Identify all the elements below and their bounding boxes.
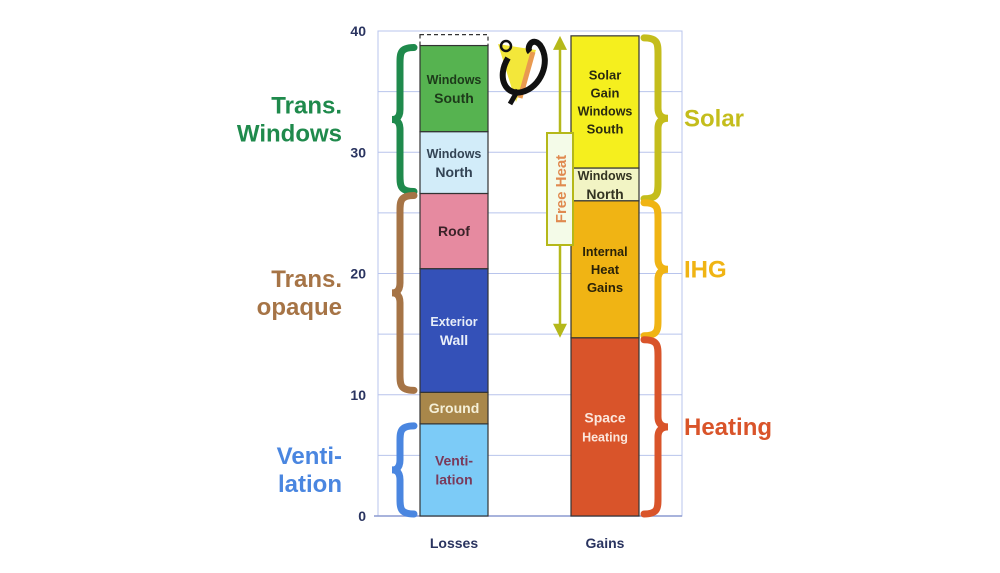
segment-label: Windows [578, 169, 633, 183]
segment-label: South [434, 90, 474, 106]
bracket-label: lation [278, 471, 342, 498]
bar-segment [419, 44, 489, 133]
phi-logo-icon [498, 38, 548, 106]
brace-icon [391, 422, 418, 518]
arrow-up-icon [553, 35, 567, 50]
bar-segment [419, 423, 489, 517]
bar-segment [419, 391, 489, 425]
y-tick-label: 30 [350, 144, 366, 160]
segment-label: Solar [589, 67, 622, 82]
segment-label: Gains [587, 280, 623, 295]
brace-icon [640, 199, 669, 340]
annotations: Free HeatTrans.WindowsTrans.opaqueVenti-… [237, 34, 772, 518]
brace-icon [391, 191, 418, 394]
segment-label: Gain [591, 85, 620, 100]
segment-label: Exterior [430, 315, 477, 329]
y-tick-label: 0 [358, 508, 366, 524]
brace-icon [640, 336, 669, 518]
y-tick-label: 40 [350, 23, 366, 39]
segment-label: Ground [429, 400, 480, 416]
segment-label: Heating [582, 430, 628, 444]
bracket-label: opaque [257, 294, 342, 321]
free-heat-box [546, 132, 574, 246]
arrow-down-icon [553, 323, 567, 338]
free-heat-label: Free Heat [553, 155, 570, 223]
segment-label: Venti- [435, 452, 473, 468]
bar-segment [419, 192, 489, 270]
bracket-label: Trans. [271, 266, 342, 293]
bracket-label: Heating [684, 414, 772, 441]
segment-label: Windows [427, 73, 482, 87]
bracket-label: Trans. [271, 93, 342, 120]
bracket-label: Venti- [277, 443, 342, 470]
y-tick-label: 20 [350, 266, 366, 282]
bar-segment [570, 337, 640, 517]
x-category-label: Gains [586, 535, 625, 551]
bar-segment [570, 167, 640, 202]
dashed-segment [419, 34, 489, 47]
bracket-label: IHG [684, 256, 727, 283]
y-tick-label: 10 [350, 387, 366, 403]
segment-label: Wall [440, 332, 468, 348]
segment-label: Roof [438, 223, 470, 239]
brace-icon [391, 44, 418, 195]
segment-label: lation [435, 471, 472, 487]
segment-label: North [586, 186, 623, 202]
segment-label: Windows [427, 147, 482, 161]
bar-segment [419, 131, 489, 195]
segment-label: Heat [591, 262, 620, 277]
x-category-label: Losses [430, 535, 478, 551]
brace-icon [640, 34, 669, 203]
segment-label: South [587, 121, 624, 136]
segment-label: Internal [582, 245, 627, 259]
segment-label: Space [584, 409, 625, 425]
bracket-label: Solar [684, 105, 744, 132]
segment-label: North [435, 164, 472, 180]
bar-segment [570, 35, 640, 169]
bar-segment [419, 268, 489, 393]
bar-segment [570, 200, 640, 339]
segment-label: Windows [578, 104, 633, 118]
bracket-label: Windows [237, 121, 342, 148]
